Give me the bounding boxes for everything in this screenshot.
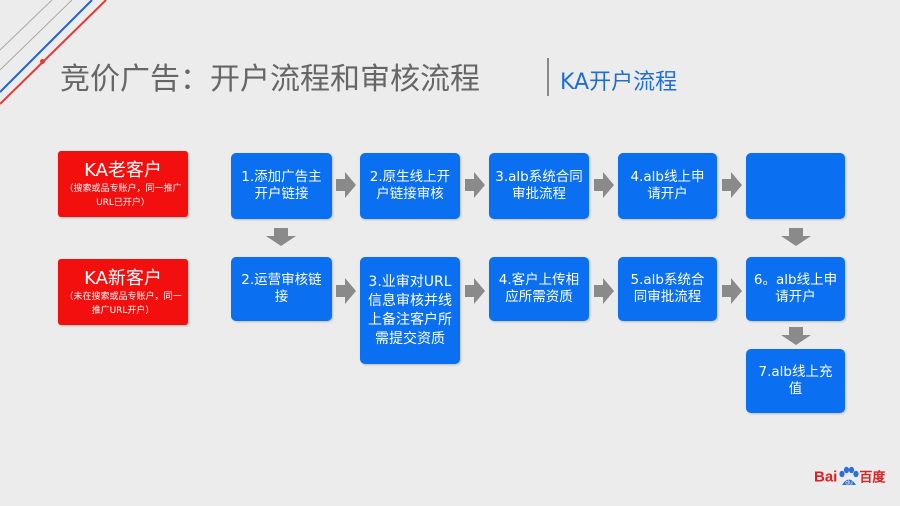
title-divider [547,58,549,96]
baidu-logo: Bai du 百度 [814,466,885,494]
bullet-dot [40,59,45,64]
arrow-down-icon [781,228,811,246]
corner-decoration [0,0,107,105]
step-row2-4: 5.alb系统合同审批流程 [618,257,717,321]
arrow-right-icon [722,278,742,304]
arrow-right-icon [722,172,742,198]
arrow-down-icon [266,228,296,246]
arrow-right-icon [336,172,356,198]
ka-old-customer-box: KA老客户 （搜索或品专账户，同一推广URL已开户） [58,151,188,217]
ka-old-customer-title: KA老客户 [84,160,162,181]
step-row2-5: 6。alb线上申请开户 [746,257,845,321]
arrow-right-icon [465,172,485,198]
arrow-right-icon [465,278,485,304]
paw-icon: du [839,466,859,487]
ka-new-customer-note: （未在搜索或品专账户，同一推广URL开户） [64,292,182,316]
ka-new-customer-title: KA新客户 [84,268,162,289]
step-row1-3: 3.alb系统合同审批流程 [489,153,589,219]
step-row1-5-empty [746,153,845,219]
page-subtitle: KA开户流程 [560,70,678,95]
step-row1-2: 2.原生线上开户链接审核 [360,153,460,219]
step-final: 7.alb线上充值 [746,349,845,413]
logo-text-du: du [846,480,854,487]
ka-old-customer-note: （搜索或品专账户，同一推广URL已开户） [64,184,182,208]
step-row1-4: 4.alb线上申请开户 [618,153,717,219]
step-row1-1: 1.添加广告主开户链接 [231,153,332,219]
logo-text-baidu-cn: 百度 [859,470,886,486]
step-row2-3: 4.客户上传相应所需资质 [489,257,589,321]
arrow-right-icon [336,278,356,304]
step-row2-2: 3.业审对URL信息审核并线上备注客户所需提交资质 [360,257,460,364]
arrow-right-icon [594,172,614,198]
page-title: 竞价广告：开户流程和审核流程 [60,62,480,97]
ka-new-customer-box: KA新客户 （未在搜索或品专账户，同一推广URL开户） [58,259,188,325]
arrow-right-icon [594,278,614,304]
step-row2-1: 2.运营审核链接 [231,257,332,321]
logo-text-bai: Bai [814,468,838,486]
arrow-down-icon [781,327,811,345]
